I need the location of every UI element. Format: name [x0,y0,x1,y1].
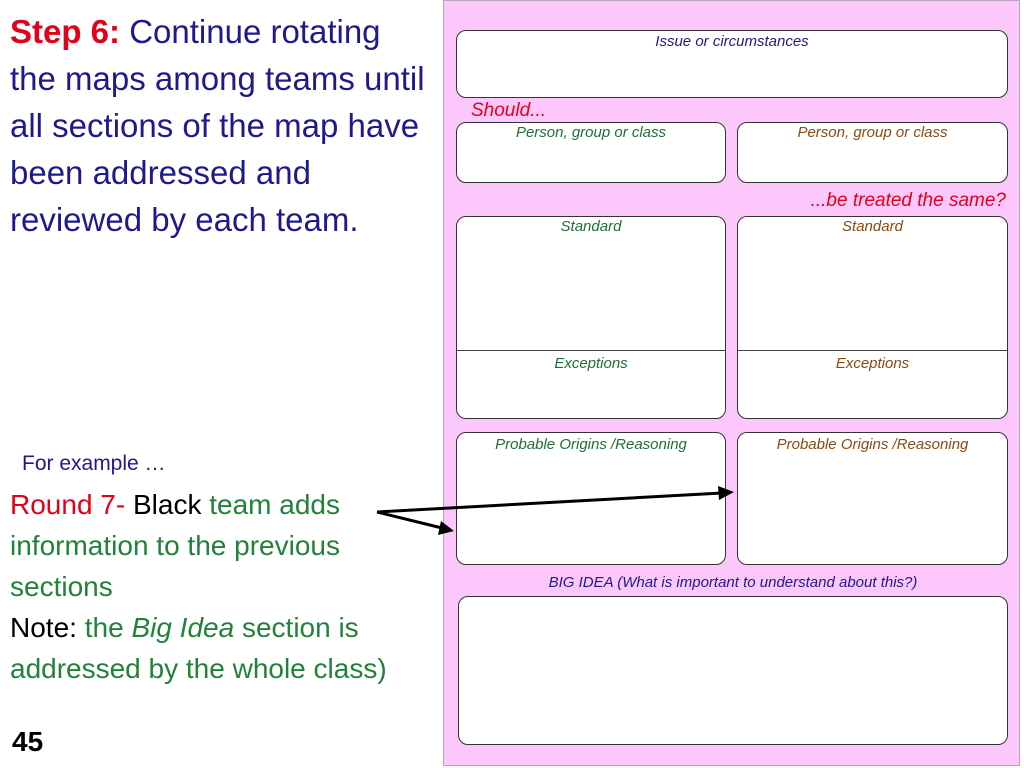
arrow-to-left-origins [376,510,454,535]
origins-right-label: Probable Origins /Reasoning [776,436,969,453]
exceptions-left-label: Exceptions [554,355,628,372]
person-left-box: Person, group or class [456,122,726,183]
step-text: Continue rotating the maps among teams u… [10,13,425,238]
note-big-idea: Big Idea [131,612,235,643]
arrow-to-right-origins [376,486,734,514]
standard-right-box: Standard Exceptions [737,216,1008,419]
step-label: Step 6: [10,13,121,50]
step-instruction: Step 6: Continue rotating the maps among… [10,8,430,243]
issue-box: Issue or circumstances [456,30,1008,98]
origins-left-label: Probable Origins /Reasoning [495,436,687,453]
page-number: 45 [12,726,44,757]
issue-label: Issue or circumstances [655,33,809,50]
person-right-label: Person, group or class [797,124,948,141]
person-left-label: Person, group or class [515,124,667,141]
should-label: Should... [471,100,546,121]
note-rest: section is addressed by the whole class) [10,612,387,684]
round-team: Black [132,489,202,520]
exceptions-right-label: Exceptions [835,355,910,372]
standard-right-label: Standard [842,218,903,235]
example-intro: For example … [22,452,166,475]
big-idea-label: BIG IDEA (What is important to understan… [548,574,918,591]
standard-left-box: Standard Exceptions [456,216,726,419]
round-label: Round 7 [10,489,116,520]
origins-right-box: Probable Origins /Reasoning [737,432,1008,565]
round-text: team adds information to the previous se… [10,489,340,602]
standard-exceptions-divider [457,350,725,351]
treated-same-label: ...be treated the same? [810,190,1006,211]
big-idea-box [458,596,1008,745]
round-dash: - [115,489,126,520]
standard-left-label: Standard [560,218,622,235]
standard-exceptions-divider [738,350,1007,351]
round-description: Round 7- Black team adds information to … [10,484,430,689]
note-the: the [84,612,124,643]
person-right-box: Person, group or class [737,122,1008,183]
note-label: Note: [10,612,77,643]
origins-left-box: Probable Origins /Reasoning [456,432,726,565]
